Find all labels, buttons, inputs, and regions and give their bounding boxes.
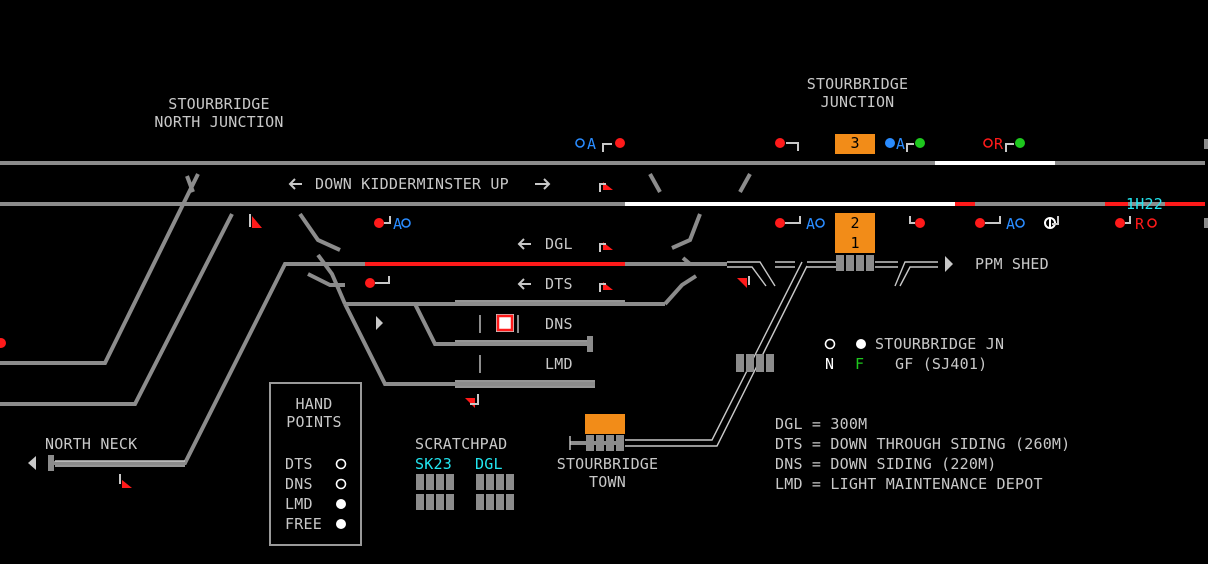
north-neck-buffer-stop	[48, 455, 54, 471]
hand-points-lmd[interactable]: LMD	[285, 495, 313, 513]
ground-frame-title: STOURBRIDGE JN	[875, 335, 1005, 353]
dgl-label: DGL	[545, 235, 573, 253]
hand-points-free[interactable]: FREE	[285, 515, 322, 533]
edge-marker-2	[1204, 218, 1208, 228]
dts-label: DTS	[545, 275, 573, 293]
signal-head[interactable]	[0, 338, 6, 348]
signal-head[interactable]	[365, 278, 375, 288]
dgl-track[interactable]	[48, 262, 727, 465]
lmd-label: LMD	[545, 355, 573, 373]
scratchpad-entry[interactable]: DGL	[475, 455, 503, 473]
ladder-left-2[interactable]	[316, 253, 347, 305]
hand-points-title: HAND POINTS	[286, 395, 342, 431]
signal-head[interactable]	[975, 218, 985, 228]
signal-head[interactable]	[615, 138, 625, 148]
signal-letter-r: R	[1135, 215, 1145, 233]
scratchpad-entry[interactable]: SK23	[415, 455, 452, 473]
signal-letter-a: A	[1006, 215, 1016, 233]
hand-points-dns[interactable]: DNS	[285, 475, 313, 493]
signal-letter-a: A	[587, 135, 597, 153]
signal-head[interactable]	[1115, 218, 1125, 228]
lmd-track[interactable]	[343, 303, 595, 386]
down-kidderminster-up-label: DOWN KIDDERMINSTER UP	[315, 175, 509, 193]
ladder-left-3[interactable]	[307, 272, 345, 287]
signal-head[interactable]	[1015, 138, 1025, 148]
legend-line: DTS = DOWN THROUGH SIDING (260M)	[775, 435, 1071, 453]
legend-line: DGL = 300M	[775, 415, 868, 433]
signal-head[interactable]	[915, 218, 925, 228]
ground-frame-code: GF (SJ401)	[895, 355, 988, 373]
legend-line: LMD = LIGHT MAINTENANCE DEPOT	[775, 475, 1043, 493]
berth-3[interactable]: 3	[835, 134, 875, 154]
ppm-shed-arrow-icon	[945, 256, 953, 272]
ppm-shed-label: PPM SHED	[975, 255, 1049, 273]
dns-track[interactable]	[413, 303, 590, 346]
ladder-right-1[interactable]	[671, 213, 702, 250]
dns-label: DNS	[545, 315, 573, 333]
hand-points-dts[interactable]: DTS	[285, 455, 313, 473]
legend-line: DNS = DOWN SIDING (220M)	[775, 455, 997, 473]
north-neck-arrow-icon	[28, 456, 36, 470]
signal-head[interactable]	[775, 138, 785, 148]
signal-letter-a: A	[896, 135, 906, 153]
signal-head[interactable]	[915, 138, 925, 148]
ground-frame-n: N	[825, 355, 835, 373]
berth-1: 1	[850, 234, 860, 252]
signal-letter-a: A	[393, 215, 403, 233]
crossover-3[interactable]	[738, 173, 752, 193]
crossover-2[interactable]	[648, 173, 662, 193]
berth-2-1[interactable]: 2 1	[835, 213, 875, 253]
crossover-1[interactable]	[185, 175, 195, 193]
stourbridge-junction-label: STOURBRIDGE JUNCTION	[806, 75, 909, 111]
signal-head[interactable]	[775, 218, 785, 228]
hand-points-panel	[269, 382, 362, 546]
train-headcode[interactable]: 1H22	[1126, 195, 1163, 213]
signal-letter-a: A	[806, 215, 816, 233]
siding-track-2[interactable]	[0, 213, 234, 406]
dns-buffer-stop	[587, 336, 593, 352]
berth-town[interactable]	[585, 414, 625, 434]
ladder-right-3[interactable]	[681, 256, 692, 266]
ground-frame-f: F	[855, 355, 865, 373]
ladder-right-2[interactable]	[663, 274, 698, 306]
edge-marker-1	[1204, 139, 1208, 149]
stourbridge-town-label: STOURBRIDGE TOWN	[556, 455, 659, 491]
siding-track-1[interactable]	[0, 173, 200, 365]
berth-2: 2	[850, 214, 860, 232]
scratchpad-title: SCRATCHPAD	[415, 435, 508, 453]
signal-head[interactable]	[374, 218, 384, 228]
north-neck-label: NORTH NECK	[45, 435, 138, 453]
north-junction-label: STOURBRIDGE NORTH JUNCTION	[154, 95, 284, 131]
signal-letter-r: R	[994, 135, 1004, 153]
ladder-left-1[interactable]	[298, 212, 341, 252]
dns-arrow-icon	[376, 316, 383, 330]
